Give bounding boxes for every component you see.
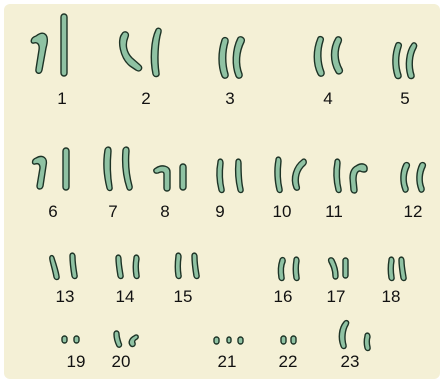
- chromosome-pair-16: [278, 257, 299, 280]
- chromosome-label-2: 2: [141, 89, 150, 109]
- chromosome-label-4: 4: [323, 89, 332, 109]
- chromosome-label-17: 17: [327, 287, 346, 307]
- chromosome-label-11: 11: [325, 202, 343, 222]
- chromosome-pair-14: [116, 255, 139, 278]
- chromosome-label-18: 18: [382, 287, 401, 307]
- chromosome-pair-11: [334, 159, 367, 193]
- chromosome-label-1: 1: [57, 89, 66, 109]
- chromosome-pair-18: [388, 257, 406, 280]
- chromosome-label-12: 12: [404, 202, 423, 222]
- chromosome-label-9: 9: [215, 202, 224, 222]
- chromosome-label-5: 5: [400, 89, 409, 109]
- chromosome-pair-8: [154, 164, 186, 191]
- chromosome-label-16: 16: [274, 287, 293, 307]
- chromosome-pair-20: [114, 331, 138, 347]
- chromosome-label-7: 7: [108, 202, 117, 222]
- chromosome-pair-23: [339, 321, 370, 351]
- chromosome-label-13: 13: [56, 287, 75, 307]
- chromosome-label-6: 6: [48, 202, 57, 222]
- chromosome-pair-7: [104, 147, 132, 190]
- chromosome-label-23: 23: [341, 352, 360, 372]
- chromosome-label-8: 8: [160, 202, 169, 222]
- chromosome-pair-15: [175, 253, 199, 278]
- chromosome-label-21: 21: [218, 352, 237, 372]
- chromosome-label-22: 22: [279, 352, 298, 372]
- chromosome-pair-10: [275, 157, 306, 192]
- chromosome-pair-3: [219, 37, 244, 78]
- chromosome-pair-2: [120, 28, 162, 76]
- chromosome-pair-17: [329, 258, 348, 279]
- chromosome-pair-1: [31, 14, 67, 76]
- chromosome-pair-13: [50, 253, 77, 279]
- chromosome-pair-21: [214, 337, 243, 344]
- chromosome-label-15: 15: [174, 287, 193, 307]
- chromosome-label-20: 20: [112, 352, 131, 372]
- chromosome-label-10: 10: [273, 202, 292, 222]
- chromosome-pair-22: [281, 336, 296, 344]
- chromosome-pair-4: [314, 37, 342, 77]
- chromosome-label-14: 14: [116, 287, 135, 307]
- chromosome-label-3: 3: [225, 89, 234, 109]
- chromosome-pair-9: [217, 159, 243, 192]
- chromosome-pair-12: [401, 163, 426, 193]
- chromosome-pair-5: [393, 43, 417, 79]
- chromosome-pair-19: [62, 336, 79, 343]
- chromosome-pair-6: [33, 148, 70, 190]
- chromosome-label-19: 19: [67, 352, 86, 372]
